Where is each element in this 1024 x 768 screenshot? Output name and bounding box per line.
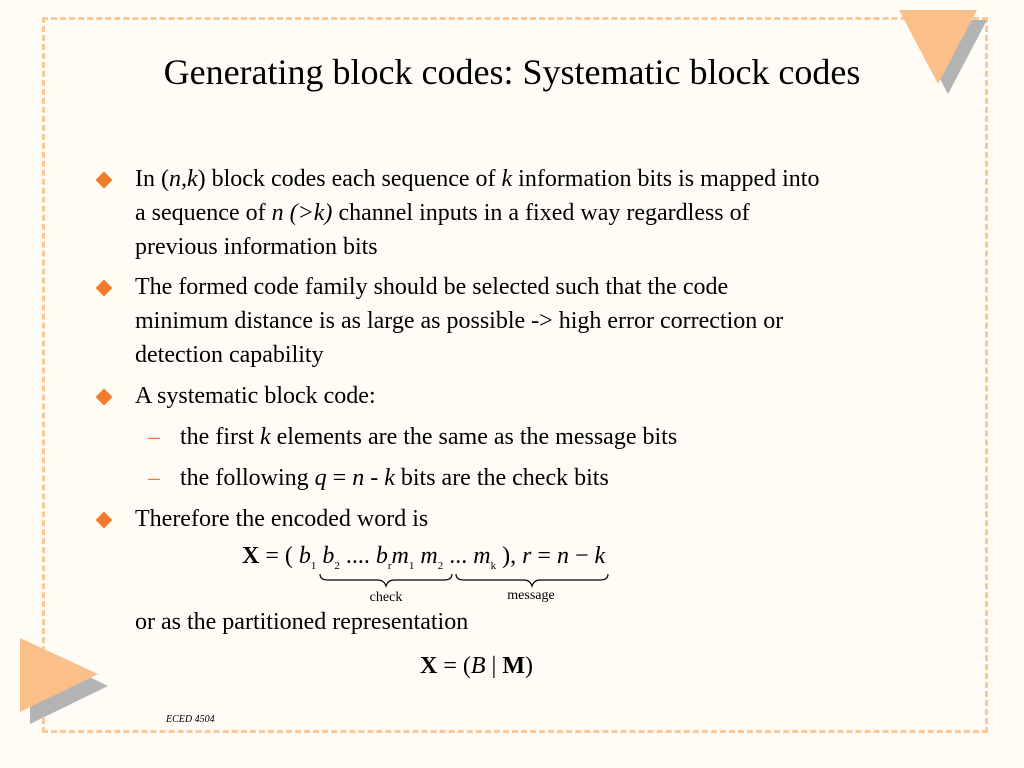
- bullet-1: In (n,k) block codes each sequence of k …: [135, 162, 955, 264]
- message-brace-icon: [455, 573, 609, 588]
- bullet-1-line-1: In (n,k) block codes each sequence of k …: [135, 166, 820, 192]
- bullet-2-line-3: detection capability: [135, 342, 324, 368]
- bottom-left-triangle-icon: [20, 638, 108, 724]
- partitioned-equation: X = (B | M): [420, 653, 534, 679]
- check-brace-icon: [319, 573, 453, 588]
- dashed-frame: [42, 17, 988, 733]
- bullet-4: Therefore the encoded word is: [135, 506, 429, 532]
- bullet-1-line-2: a sequence of n (>k) channel inputs in a…: [135, 200, 750, 226]
- encoded-word-equation: X = ( b1 b2 .... brm1 m2 ... mk ), r = n…: [242, 543, 606, 572]
- bullet-3: A systematic block code:: [135, 383, 376, 409]
- sub-bullet-2: the following q = n - k bits are the che…: [180, 465, 609, 491]
- sub-bullet-1: the first k elements are the same as the…: [180, 424, 678, 450]
- message-label: message: [507, 588, 555, 603]
- partitioned-text: or as the partitioned representation: [135, 609, 469, 635]
- bullet-2: The formed code family should be selecte…: [135, 270, 955, 372]
- top-right-triangle-icon: [899, 10, 987, 94]
- footer-course-code: ECED 4504: [166, 714, 215, 725]
- sub-dash-icon: –: [148, 465, 160, 491]
- slide-title: Generating block codes: Systematic block…: [163, 52, 861, 92]
- check-label: check: [369, 590, 403, 605]
- bullet-2-line-1: The formed code family should be selecte…: [135, 274, 729, 300]
- bullet-1-line-3: previous information bits: [135, 234, 378, 260]
- sub-dash-icon: –: [148, 424, 160, 450]
- underbraces: [319, 573, 609, 588]
- bullet-2-line-2: minimum distance is as large as possible…: [135, 308, 784, 334]
